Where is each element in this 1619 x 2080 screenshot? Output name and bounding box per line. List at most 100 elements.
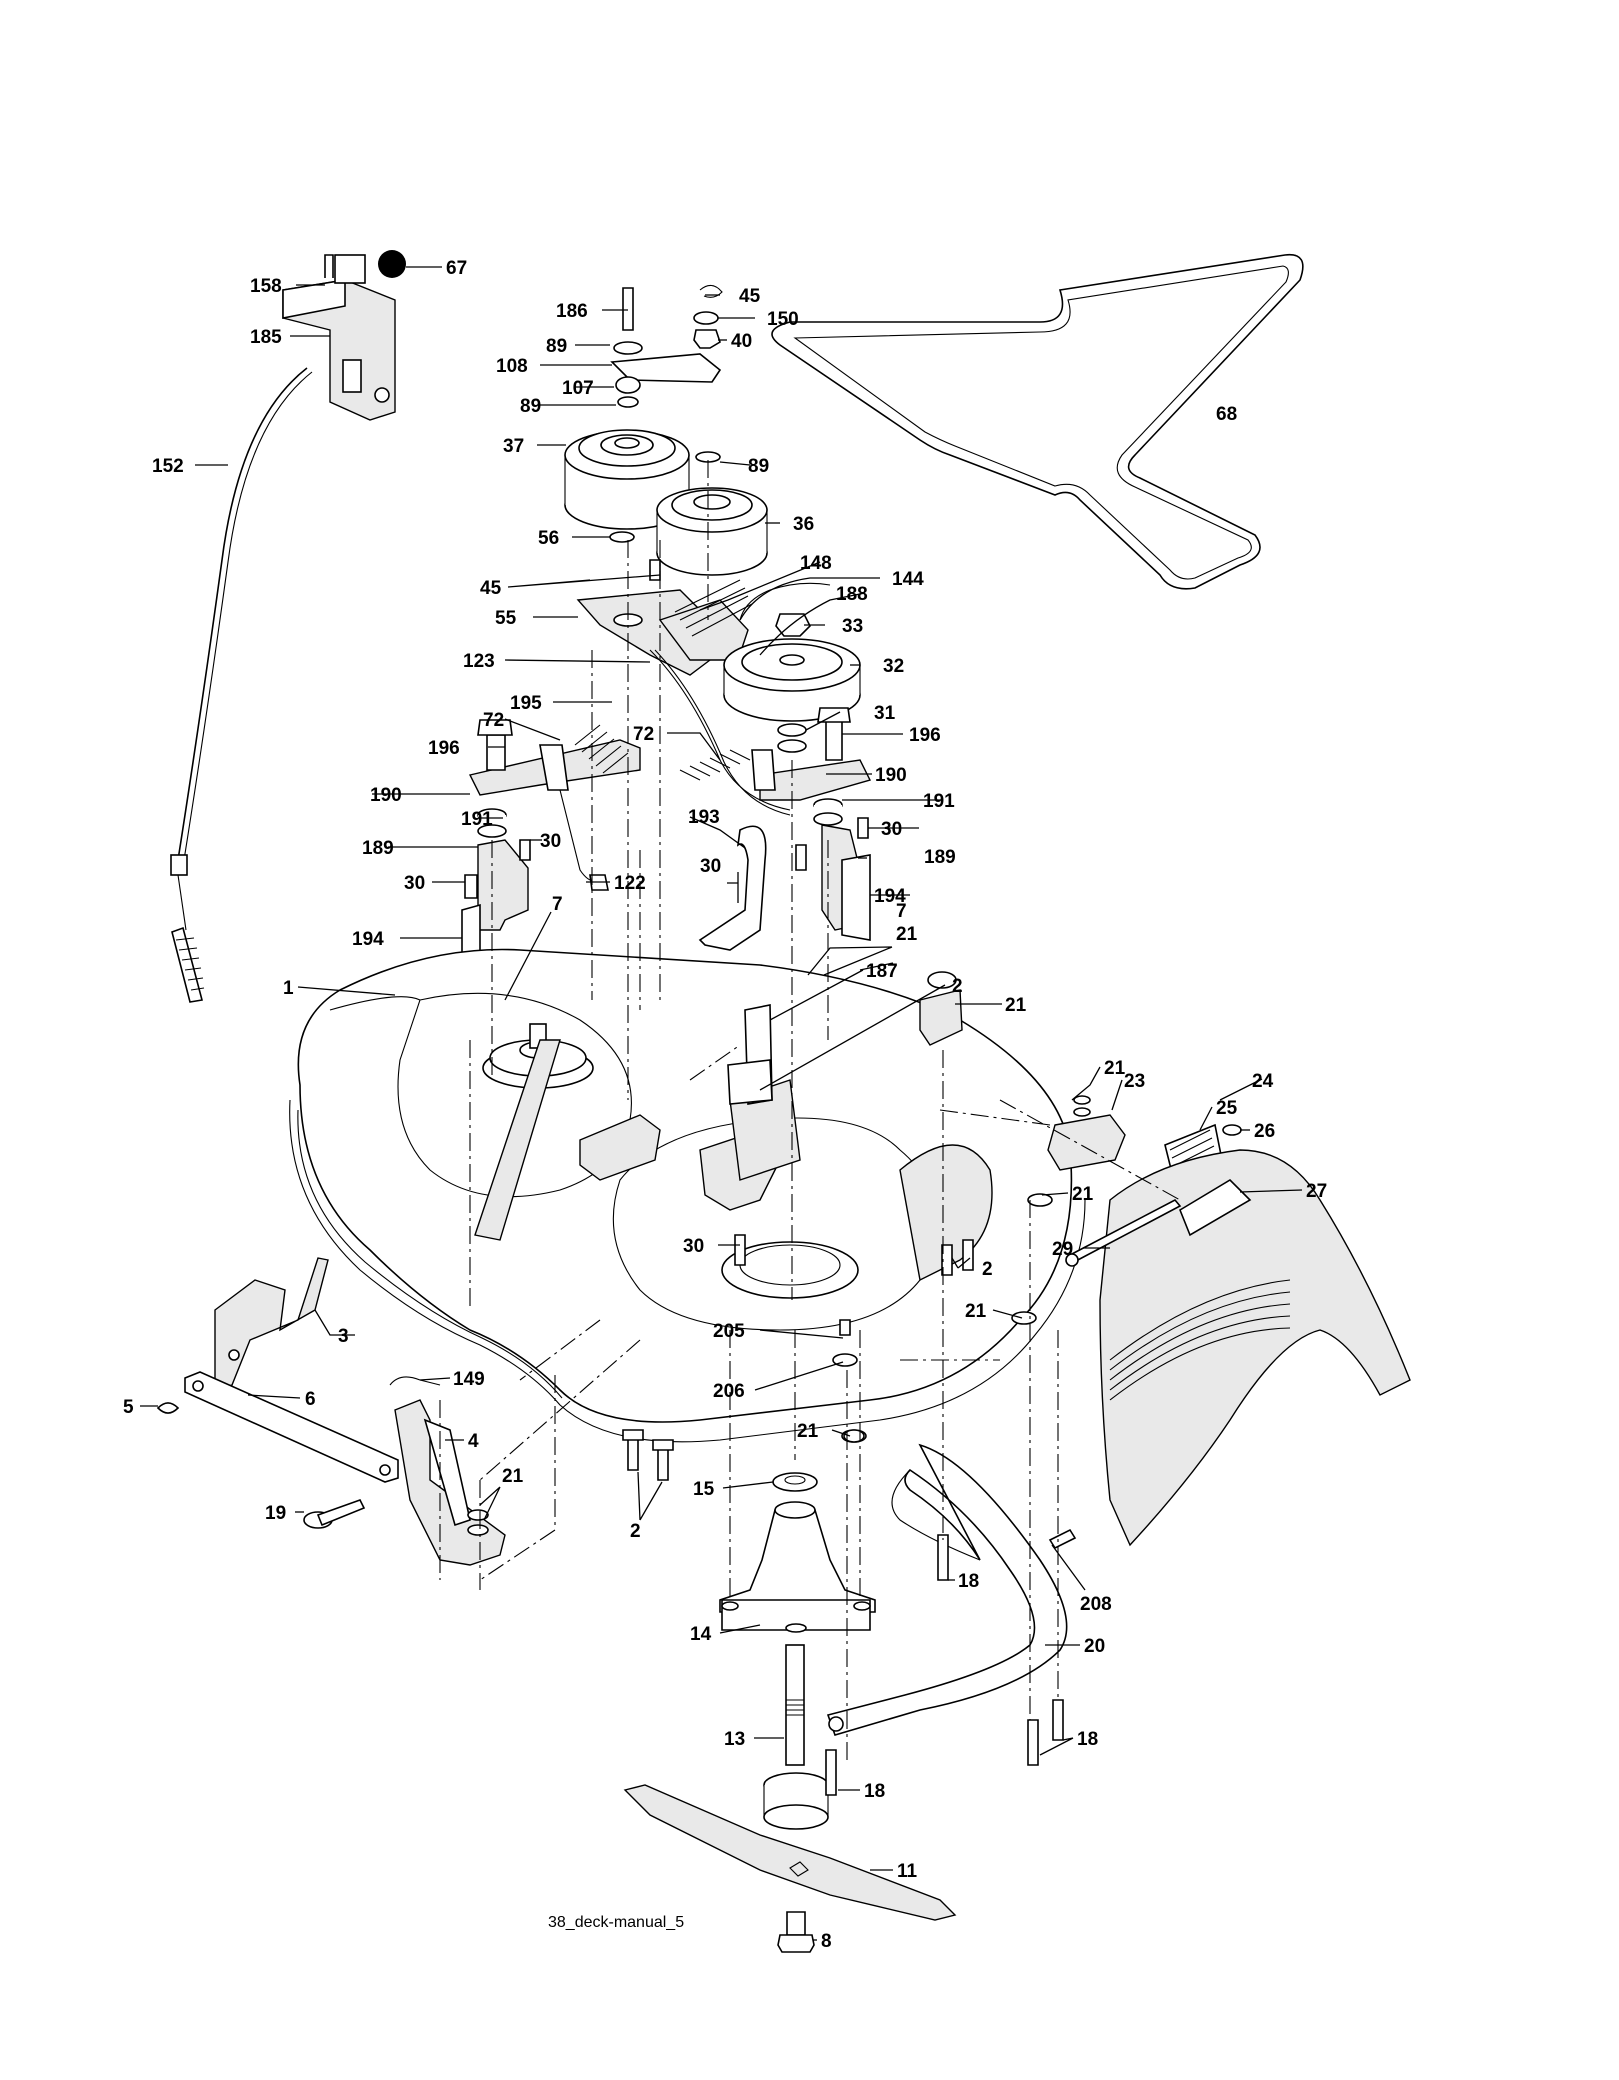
front-hanger-bracket (214, 1257, 329, 1391)
idler-arm (576, 559, 753, 676)
callout-21d: 21 (1072, 1184, 1094, 1205)
callout-30e: 30 (683, 1236, 704, 1257)
hinge-rod (1065, 1198, 1182, 1267)
callout-21a: 21 (896, 924, 918, 945)
callout-150: 150 (767, 309, 799, 330)
callout-30a: 30 (540, 831, 561, 852)
callout-13: 13 (724, 1729, 745, 1750)
callout-55: 55 (495, 608, 517, 629)
callout-194a: 194 (352, 929, 384, 950)
callout-68: 68 (1216, 404, 1237, 425)
assembly-centerlines (439, 460, 1181, 1760)
callout-191a: 191 (461, 809, 493, 830)
deflector-mount (1047, 1095, 1126, 1171)
callout-6: 6 (305, 1389, 316, 1410)
callout-56: 56 (538, 528, 559, 549)
callout-122: 122 (614, 873, 646, 894)
callout-26: 26 (1254, 1121, 1275, 1142)
callout-107: 107 (562, 378, 594, 399)
bolts (622, 1234, 1077, 1796)
drive-pulley (723, 613, 861, 753)
callout-7a: 7 (552, 894, 563, 915)
callout-189b: 189 (924, 847, 956, 868)
diagram-caption: 38_deck-manual_5 (548, 1914, 684, 1931)
callout-11: 11 (897, 1861, 918, 1882)
callout-25: 25 (1216, 1098, 1238, 1119)
callout-45b: 45 (480, 578, 502, 599)
callout-208: 208 (1080, 1594, 1112, 1615)
spindle-shaft (763, 1644, 829, 1830)
front-bracket-4 (389, 1376, 506, 1566)
callout-27: 27 (1306, 1181, 1327, 1202)
callout-187: 187 (866, 961, 898, 982)
right-tension-arm (679, 707, 872, 801)
callout-2a: 2 (952, 976, 963, 997)
callout-72b: 72 (633, 724, 654, 745)
callout-4: 4 (468, 1431, 479, 1452)
callout-190b: 190 (875, 765, 907, 786)
front-bolt (303, 1499, 366, 1529)
callout-31: 31 (874, 703, 896, 724)
callout-206: 206 (713, 1381, 745, 1402)
callout-2c: 2 (630, 1521, 641, 1542)
control-cable (170, 367, 313, 1003)
callout-18b: 18 (1077, 1729, 1098, 1750)
callout-1: 1 (283, 978, 294, 999)
callout-158: 158 (250, 276, 282, 297)
callout-30b: 30 (404, 873, 425, 894)
callout-36: 36 (793, 514, 814, 535)
blade-bolt (777, 1911, 815, 1953)
spindle-washer (772, 1472, 818, 1492)
callout-32: 32 (883, 656, 904, 677)
callout-194b: 194 (874, 886, 906, 907)
callout-108: 108 (496, 356, 528, 377)
idler-pulley-36 (656, 487, 768, 576)
callout-18a: 18 (958, 1571, 979, 1592)
callout-21f: 21 (797, 1421, 819, 1442)
callout-189a: 189 (362, 838, 394, 859)
callout-45a: 45 (739, 286, 761, 307)
left-tension-arm (468, 719, 641, 891)
callout-149: 149 (453, 1369, 485, 1390)
callout-33: 33 (842, 616, 863, 637)
callout-186: 186 (556, 301, 588, 322)
guide-tube (698, 825, 767, 951)
callout-21b: 21 (1005, 995, 1027, 1016)
callout-14: 14 (690, 1624, 712, 1645)
spindle-housing (719, 1501, 876, 1633)
mower-blade (623, 1784, 957, 1921)
callout-21e: 21 (965, 1301, 987, 1322)
callout-37: 37 (503, 436, 524, 457)
callout-40: 40 (731, 331, 752, 352)
callout-148: 148 (800, 553, 832, 574)
right-brackets (795, 798, 871, 941)
callout-72a: 72 (483, 710, 504, 731)
callout-29: 29 (1052, 1239, 1073, 1260)
callout-8: 8 (821, 1931, 832, 1952)
callout-30c: 30 (881, 819, 902, 840)
cable-bracket (282, 250, 406, 421)
callout-190a: 190 (370, 785, 402, 806)
callout-2b: 2 (982, 1259, 993, 1280)
mower-deck-housing (289, 948, 1086, 1443)
leader-lines (140, 266, 1303, 1941)
callouts: 67 158 185 152 186 89 108 107 89 37 56 4… (123, 258, 1327, 1952)
callout-15: 15 (693, 1479, 715, 1500)
callout-20: 20 (1084, 1636, 1105, 1657)
callout-195: 195 (510, 693, 542, 714)
callout-21c: 21 (1104, 1058, 1126, 1079)
callout-21g: 21 (502, 1466, 524, 1487)
callout-191b: 191 (923, 791, 955, 812)
callout-24: 24 (1252, 1071, 1274, 1092)
drive-belt (771, 253, 1304, 590)
callout-23: 23 (1124, 1071, 1145, 1092)
callout-89b: 89 (520, 396, 541, 417)
callout-196a: 196 (428, 738, 460, 759)
callout-188: 188 (836, 584, 868, 605)
callout-193: 193 (688, 807, 720, 828)
callout-185: 185 (250, 327, 282, 348)
deck-rear-bracket (727, 1004, 773, 1105)
callout-5: 5 (123, 1397, 134, 1418)
callout-67: 67 (446, 258, 467, 279)
